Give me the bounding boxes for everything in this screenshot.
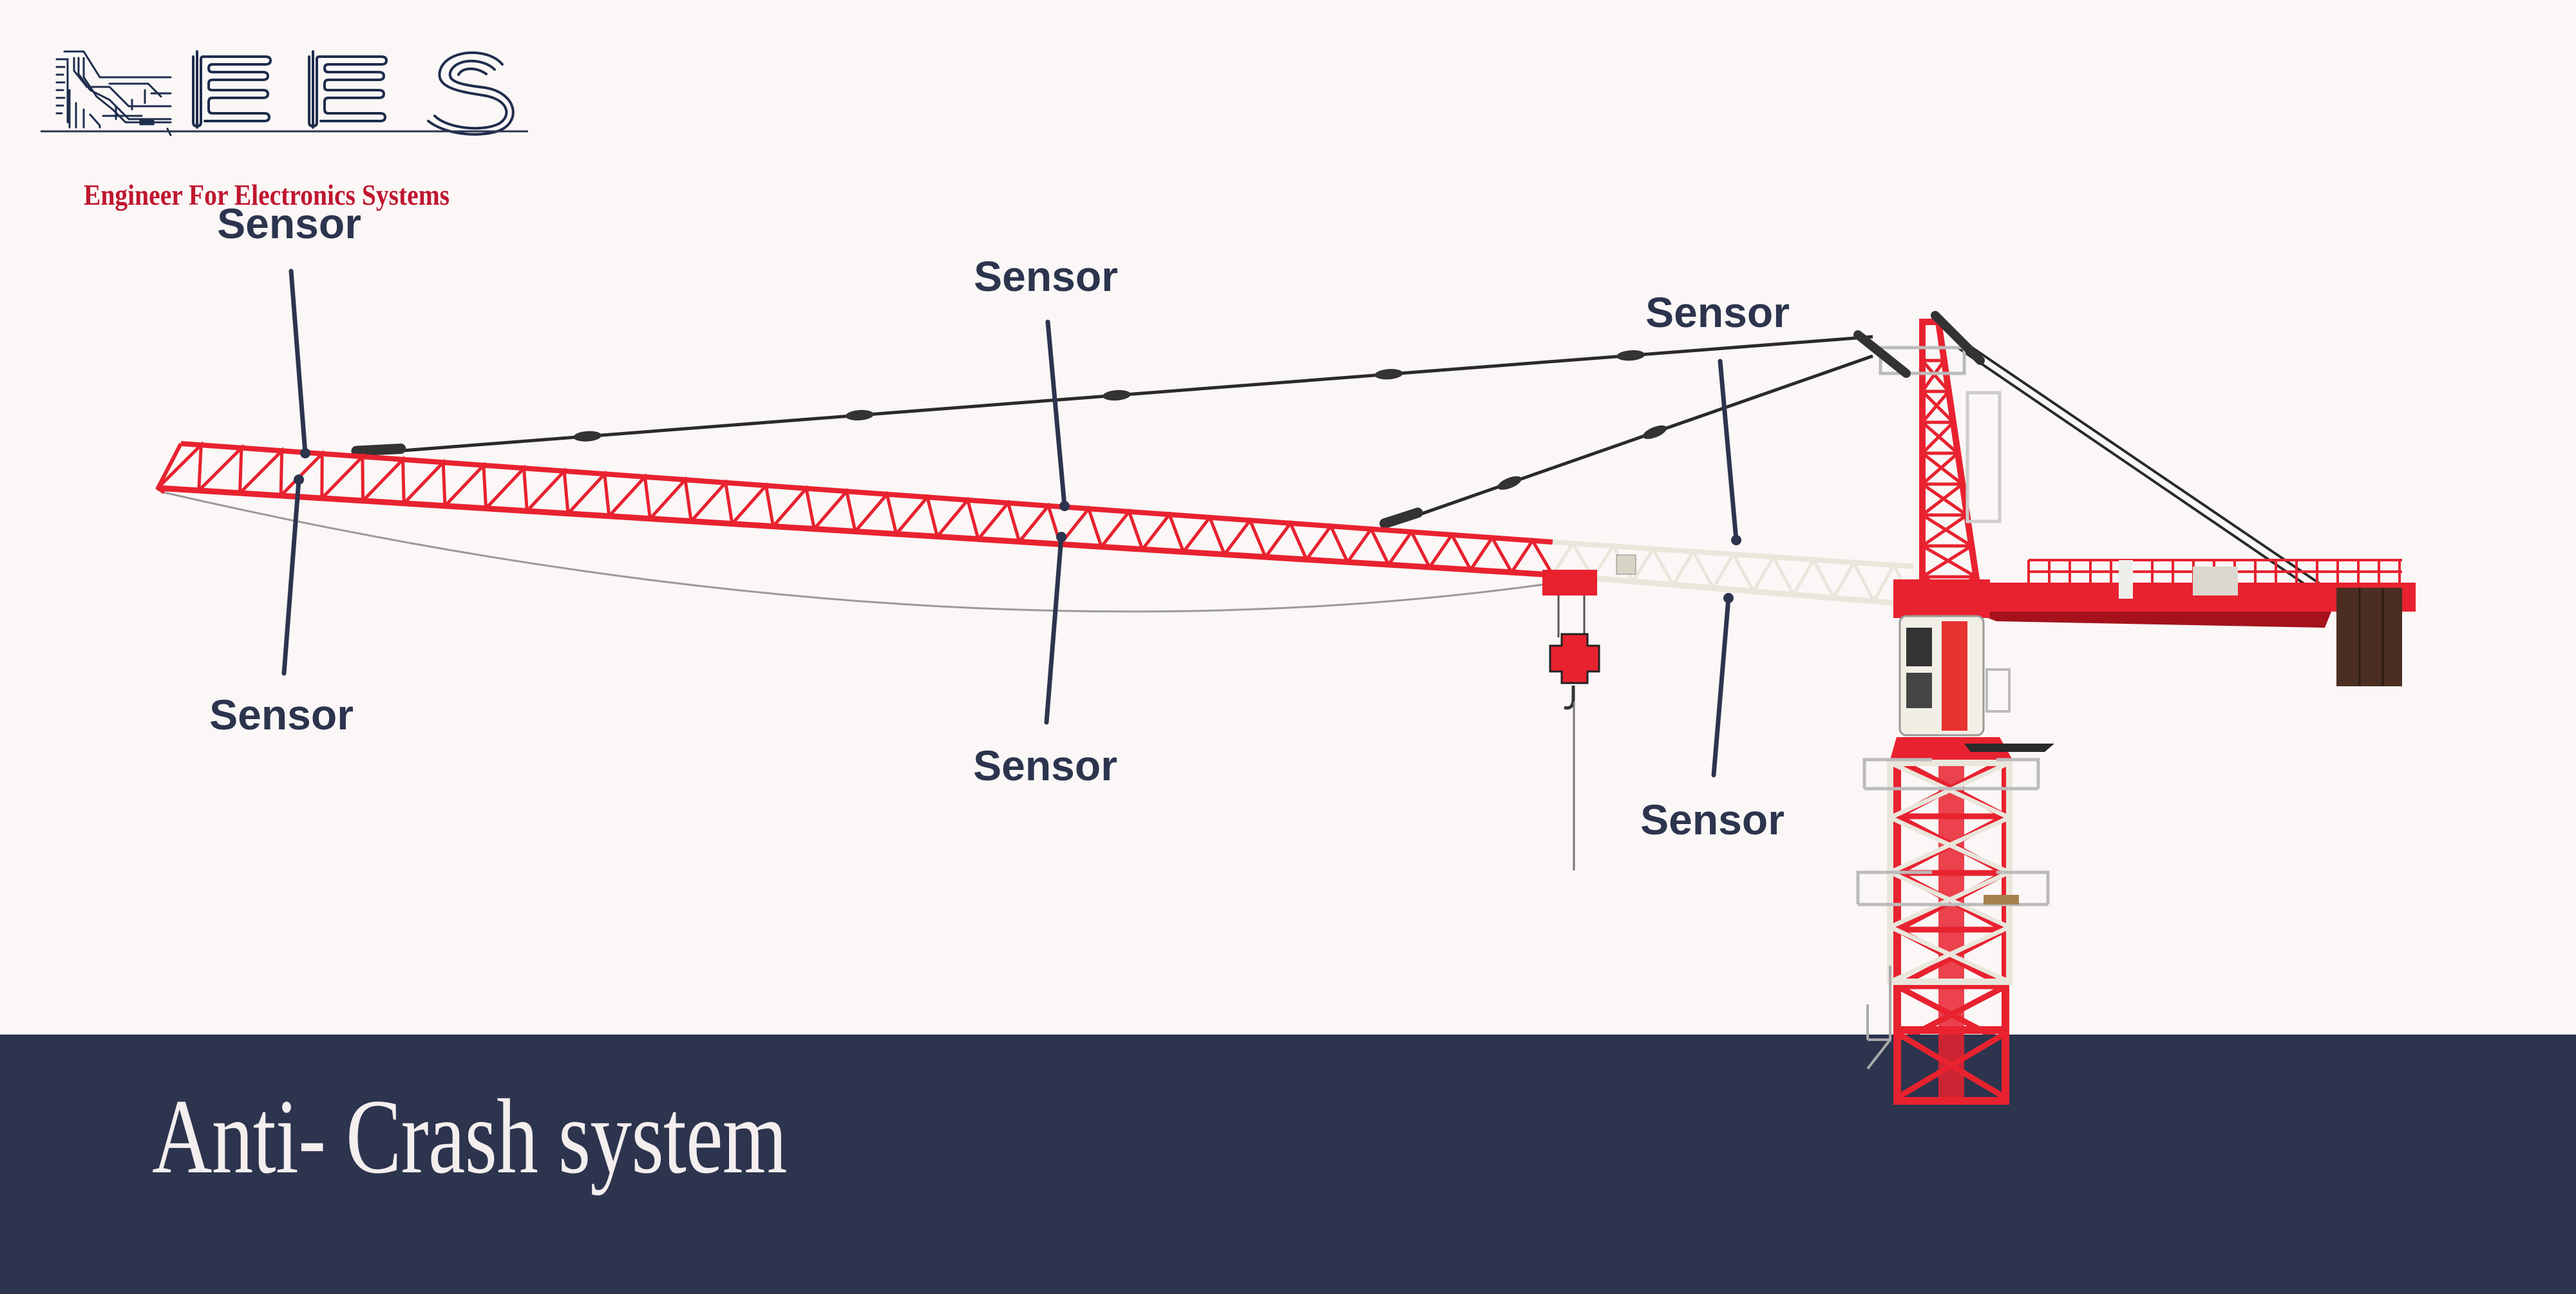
- tower-head-platform: [1879, 346, 1966, 375]
- jib-tie-rope-inner: [1388, 354, 1873, 527]
- mast-platform-upper: [1862, 758, 2040, 791]
- operator-cab: [1899, 615, 2011, 736]
- mast-base-platform: [1866, 1004, 1891, 1070]
- rope-link: [1642, 425, 1667, 439]
- footer-title: Anti- Crash system: [152, 1077, 788, 1196]
- rope-link: [845, 409, 874, 421]
- pendant-bracket: [1853, 330, 1911, 378]
- logo-letter-e1: [192, 50, 272, 129]
- sensor-leader-line-1: [289, 268, 308, 456]
- sensor-leader-line-3: [1718, 359, 1739, 543]
- sensor-label-5: Sensor: [973, 742, 1117, 789]
- cab-window: [1906, 673, 1932, 708]
- sensor-leader-lines: [281, 268, 1741, 778]
- main-jib: [156, 440, 1555, 578]
- counter-jib-tie-rope-2: [1966, 343, 2326, 588]
- hook-block: [1549, 633, 1600, 684]
- cab-stripe: [1942, 621, 1967, 731]
- side-platform: [1964, 744, 2054, 752]
- trolley-rope: [164, 491, 1553, 613]
- sensor-point-3: [1731, 535, 1741, 545]
- sensor-point-6: [1723, 593, 1734, 603]
- rope-anchor: [1379, 507, 1423, 529]
- lattice-diagonals: [156, 440, 1555, 576]
- pendant-bracket: [1931, 311, 1985, 365]
- lattice-diagonals: [1551, 540, 1916, 606]
- rope-link: [1497, 476, 1522, 490]
- turntable: [1890, 737, 2012, 760]
- sensor-point-4: [294, 474, 304, 485]
- electrical-cabinet: [2119, 560, 2133, 599]
- jib-tip: [155, 442, 183, 494]
- logo-letter-e2: [308, 50, 388, 129]
- logo-tagline: Engineer For Electronics Systems: [84, 178, 450, 211]
- company-logo: Engineer For Electronics Systems: [39, 45, 541, 210]
- mast-base-core: [1938, 1030, 1964, 1101]
- logo-mark: [41, 50, 528, 136]
- sensor-leader-line-5: [1044, 534, 1064, 725]
- cab-railing: [1985, 668, 2011, 713]
- sensor-point-5: [1056, 532, 1066, 542]
- crate: [1984, 895, 2019, 905]
- counter-jib: [1971, 559, 2416, 686]
- sensor-label-2: Sensor: [974, 252, 1118, 300]
- bottom-chord: [1552, 572, 1915, 608]
- counter-jib-tie-rope-1: [1956, 346, 2313, 590]
- hook-icon: [1564, 686, 1575, 710]
- cab-window: [1906, 628, 1932, 666]
- sensor-label-4: Sensor: [209, 691, 354, 738]
- sensor-point-1: [300, 448, 310, 458]
- trolley: [1542, 570, 1597, 595]
- sensor-leader-line-4: [281, 477, 301, 676]
- hoist-winch: [2193, 567, 2238, 595]
- ladder-cage: [1965, 391, 2002, 523]
- sensor-leader-line-2: [1045, 319, 1067, 509]
- slewing-ring: [1893, 579, 1990, 618]
- counter-jib-underside: [1971, 612, 2331, 628]
- trolley-winch: [1616, 554, 1636, 575]
- rope-link: [1374, 369, 1403, 380]
- top-chord: [180, 441, 1553, 545]
- sensor-point-2: [1059, 501, 1070, 511]
- counterweight: [2336, 588, 2402, 686]
- rope-link: [1103, 389, 1131, 401]
- circuit-board-icon: [55, 50, 172, 136]
- sensor-leader-line-6: [1711, 595, 1731, 778]
- sensor-label-3: Sensor: [1645, 288, 1790, 336]
- footer-band: [0, 1035, 2576, 1294]
- rope-link: [1616, 350, 1645, 361]
- sensor-label-1: Sensor: [217, 200, 361, 247]
- sensor-label-6: Sensor: [1640, 796, 1785, 843]
- rope-link: [573, 431, 602, 442]
- trolley-hook-assembly: [1542, 570, 1600, 870]
- crane-ropes: [164, 335, 2326, 613]
- rope-anchor: [351, 443, 406, 456]
- inner-jib-section: [1551, 539, 1916, 608]
- logo-letter-s: [427, 51, 515, 136]
